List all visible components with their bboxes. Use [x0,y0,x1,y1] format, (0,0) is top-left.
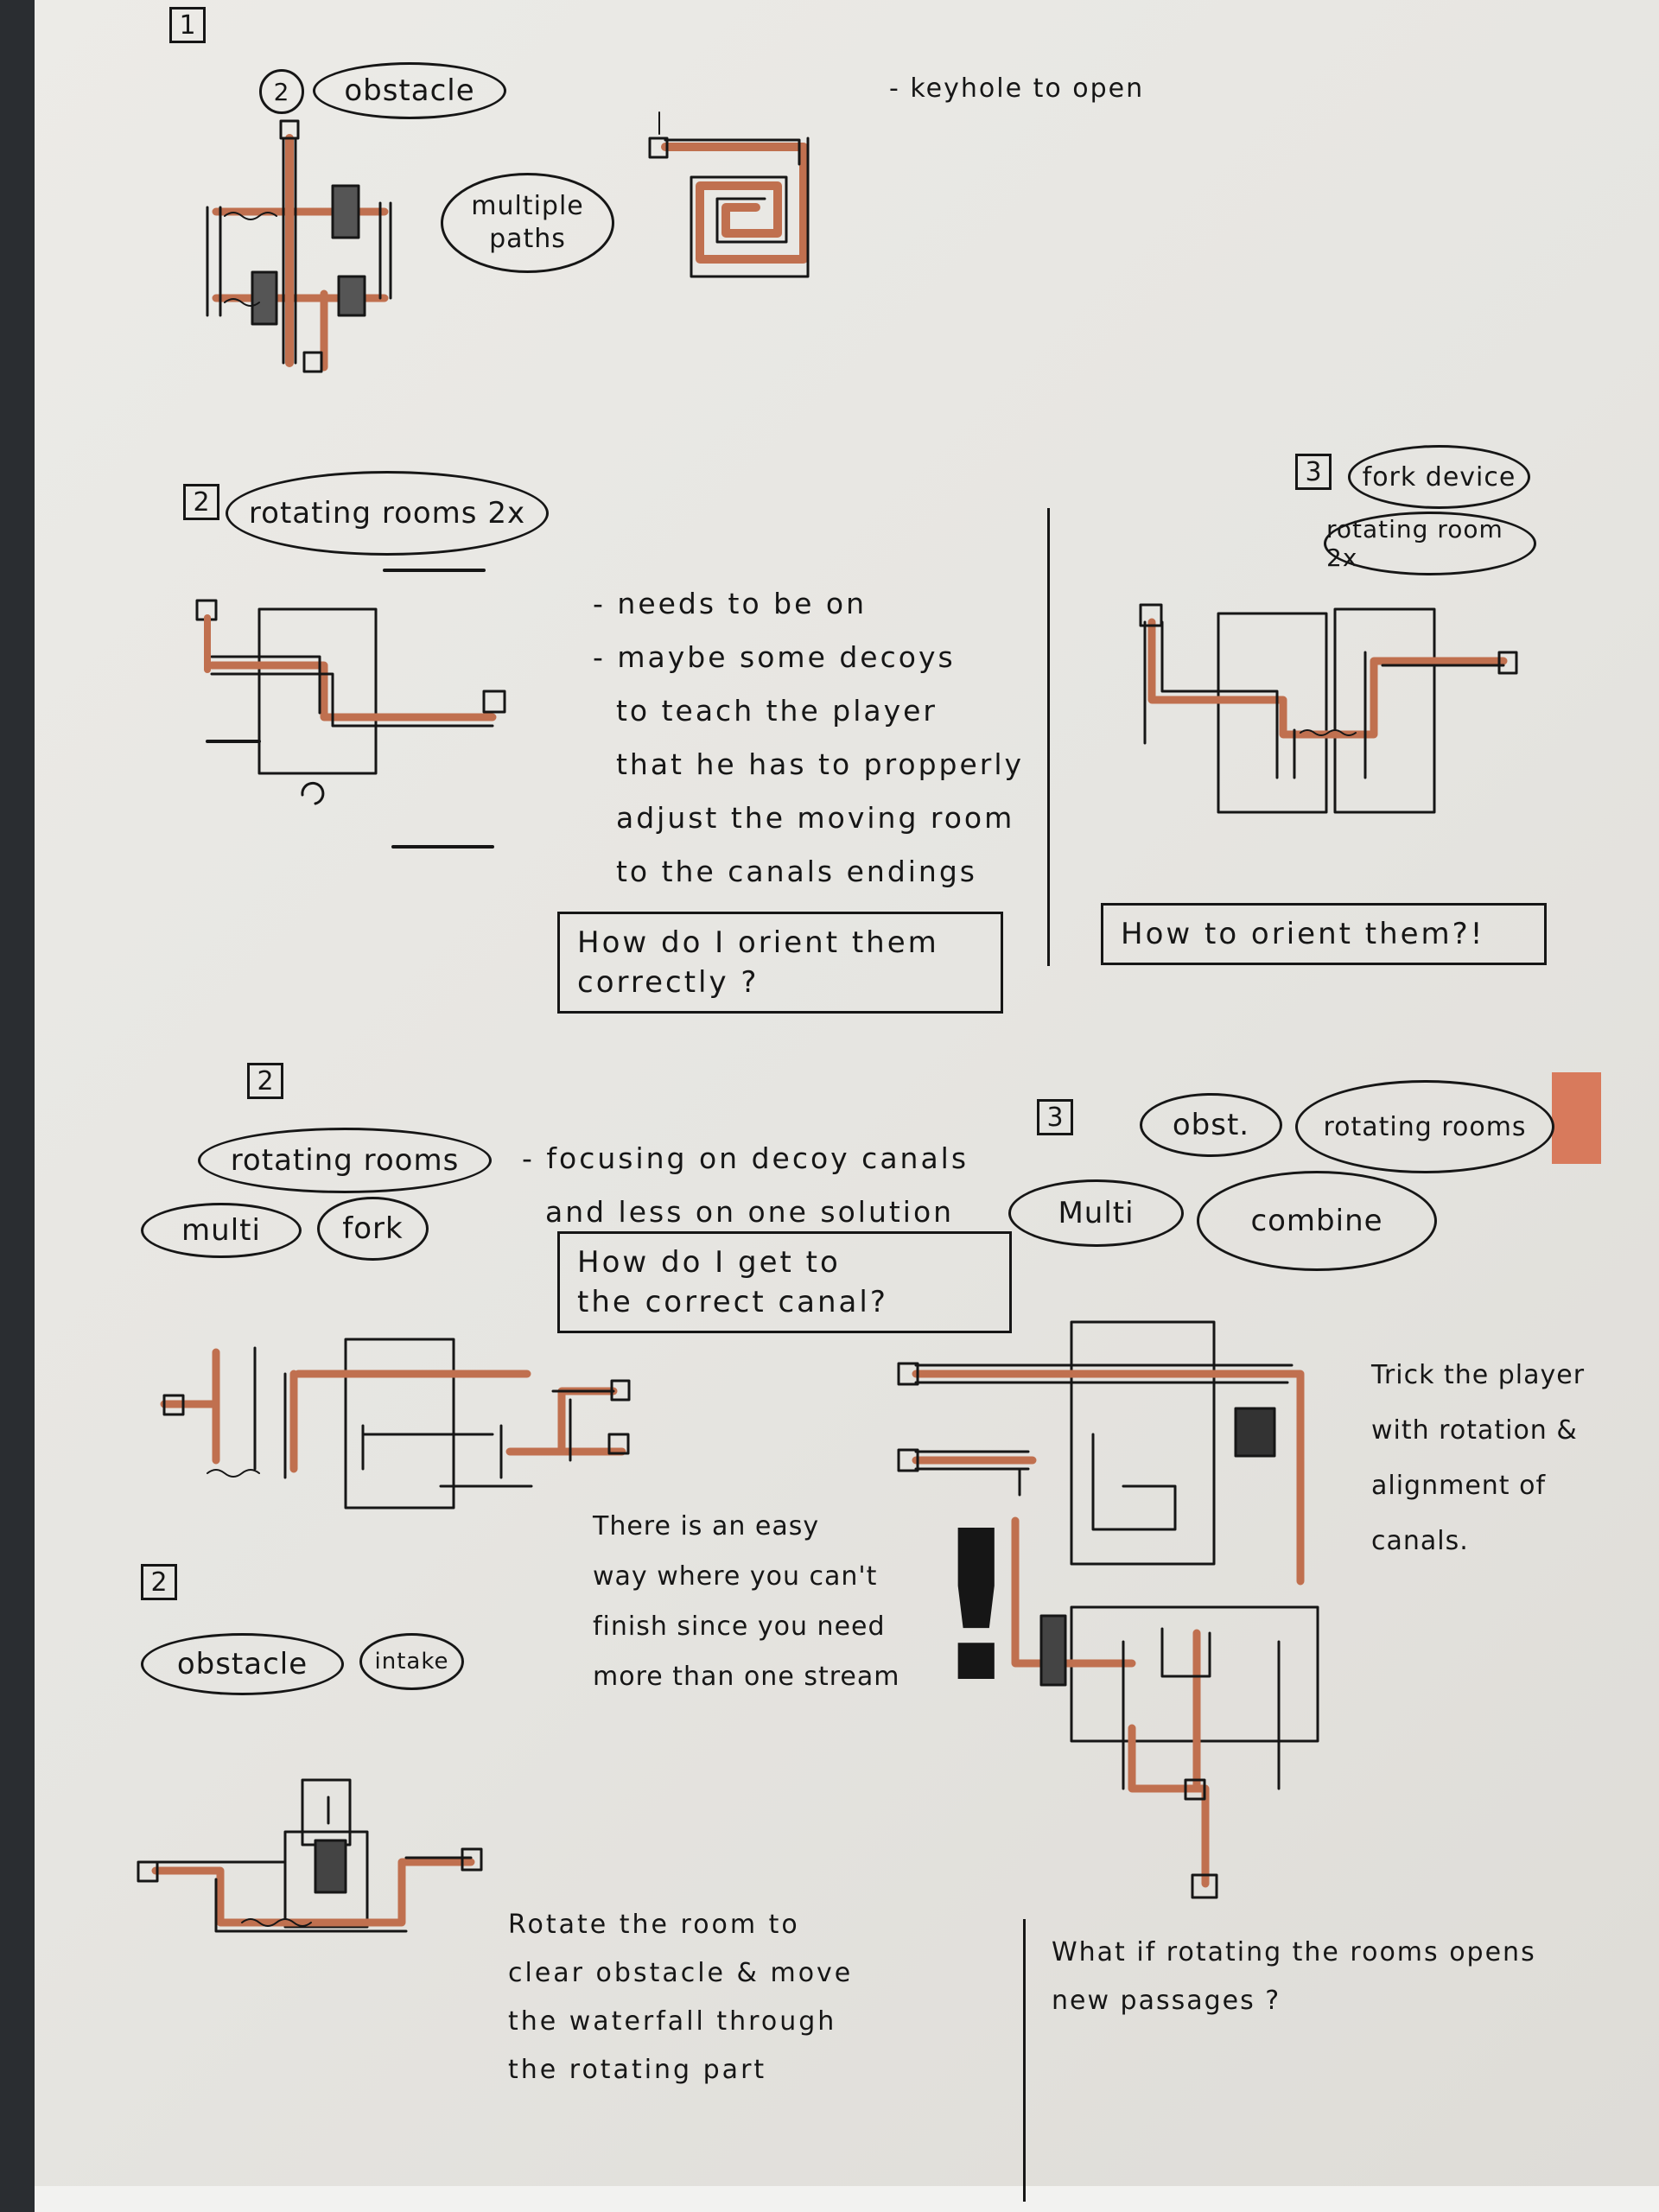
section-number: 2 [183,484,219,520]
tag-combine: combine [1197,1171,1437,1271]
tag-multiple-paths: multiple paths [441,173,614,273]
notes-rotating-rooms: - needs to be on - maybe some decoys to … [593,587,1025,888]
diagram-spiral [648,111,810,278]
tag-rotating-rooms: rotating rooms [198,1128,492,1193]
section-number: 3 [1037,1099,1073,1135]
diagram-combined-puzzle [897,1320,1319,1899]
diagram-obstacle-paths [206,119,392,373]
tag-rotating-rooms: rotating rooms 2x [226,471,549,556]
divider [1023,1919,1026,2202]
tag-intake: intake [359,1633,464,1690]
tag-multi: Multi [1008,1179,1184,1247]
question-box: How do I get to the correct canal? [557,1231,1012,1333]
diagram-fork-device [1139,603,1518,814]
section-number: 3 [1295,454,1332,490]
section-number: 2 [141,1564,177,1600]
tag-obstacle: obstacle [313,62,506,119]
tag-obst: obst. [1140,1093,1282,1157]
notes-decoy: - focusing on decoy canals and less on o… [522,1141,969,1229]
tag-obstacle: obstacle [141,1633,344,1695]
page-edge [35,2186,1659,2212]
question-box: How to orient them?! [1101,903,1547,965]
section-number: 2 [247,1063,283,1099]
tag-rotating-rooms: rotating rooms [1295,1080,1554,1173]
question-box: How do I orient them correctly ? [557,912,1003,1014]
tag-number: 2 [259,69,304,114]
tag-fork: fork [317,1197,429,1261]
tag-rotating-room: rotating room 2x [1324,512,1536,575]
caption-trick: Trick the player with rotation & alignme… [1371,1360,1586,1556]
section-number: 1 [169,7,206,43]
caption-rotate-room: Rotate the room to clear obstacle & move… [508,1910,854,2085]
tag-fork-device: fork device [1348,445,1530,509]
note-keyhole: - keyhole to open [889,73,1145,104]
diagram-obstacle-intake [137,1778,483,1933]
diagram-decoy-canals [160,1338,631,1510]
caption-easy-way: There is an easy way where you can't fin… [593,1511,900,1692]
exclamation-mark: ! [929,1486,1026,1728]
divider [1047,508,1050,966]
tag-multi: multi [141,1203,302,1258]
diagram-rotating-rooms [195,569,506,849]
marker-swatch [1552,1072,1601,1164]
closing-question: What if rotating the rooms opens new pas… [1052,1937,1536,2016]
